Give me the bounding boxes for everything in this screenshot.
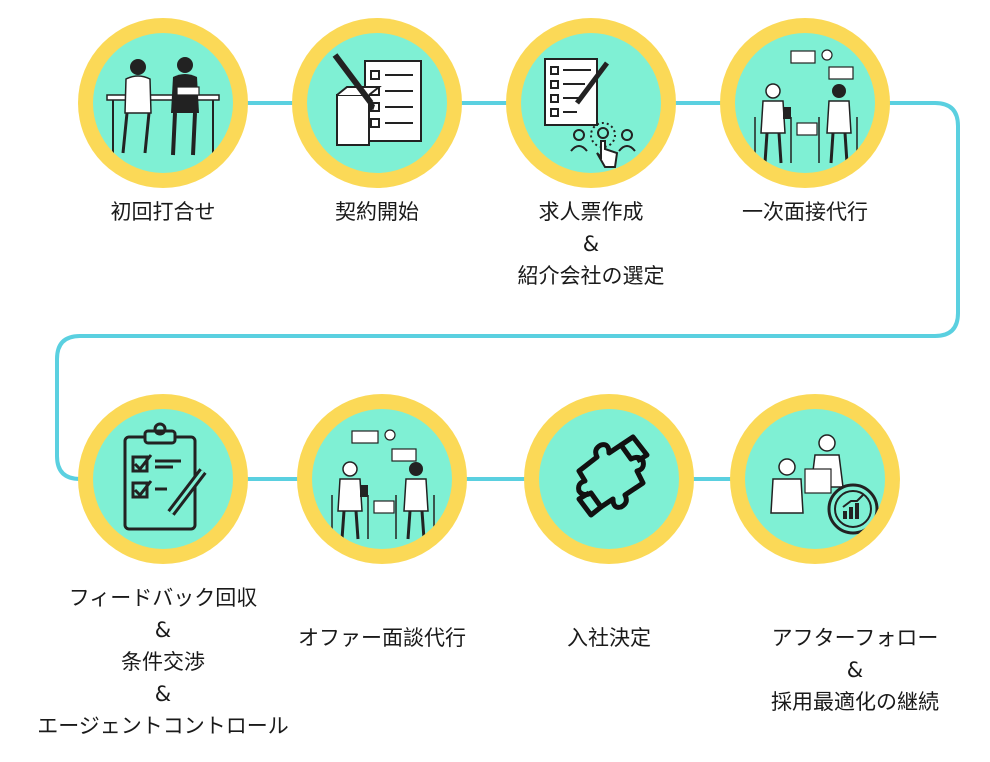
step-8-label-line: & xyxy=(735,654,975,686)
step-4-label: 一次面接代行 xyxy=(715,196,895,228)
step-6-label: オファー面談代行 xyxy=(277,622,487,654)
step-core xyxy=(93,33,233,173)
step-5-circle xyxy=(78,394,248,564)
step-core xyxy=(539,409,679,549)
clipboard-checklist-icon xyxy=(93,409,233,549)
step-2-label-line: 契約開始 xyxy=(287,196,467,228)
step-5-label-line: フィードバック回収 xyxy=(8,582,318,614)
step-2-circle xyxy=(292,18,462,188)
step-7-label-line: 入社決定 xyxy=(519,622,699,654)
step-5-label: フィードバック回収 & 条件交渉 & エージェントコントロール xyxy=(8,582,318,742)
step-3-label-line: 求人票作成 xyxy=(501,196,681,228)
step-7-label: 入社決定 xyxy=(519,622,699,654)
step-2-label: 契約開始 xyxy=(287,196,467,228)
step-core xyxy=(93,409,233,549)
step-core xyxy=(312,409,452,549)
step-core xyxy=(745,409,885,549)
step-5-label-line: エージェントコントロール xyxy=(8,710,318,742)
offer-interview-icon xyxy=(312,409,452,549)
step-1-label-line: 初回打合せ xyxy=(73,196,253,228)
step-8-circle xyxy=(730,394,900,564)
step-8-label-line: 採用最適化の継続 xyxy=(735,686,975,718)
step-3-circle xyxy=(506,18,676,188)
step-8-label: アフターフォロー & 採用最適化の継続 xyxy=(735,622,975,718)
step-core xyxy=(735,33,875,173)
step-1-circle xyxy=(78,18,248,188)
step-4-label-line: 一次面接代行 xyxy=(715,196,895,228)
step-6-circle xyxy=(297,394,467,564)
step-1-label: 初回打合せ xyxy=(73,196,253,228)
step-4-circle xyxy=(720,18,890,188)
growth-chart-people-icon xyxy=(745,409,885,549)
interview-people-icon xyxy=(735,33,875,173)
step-3-label-line: 紹介会社の選定 xyxy=(501,260,681,292)
step-3-label: 求人票作成 & 紹介会社の選定 xyxy=(501,196,681,292)
step-5-label-line: & xyxy=(8,678,318,710)
step-5-label-line: 条件交渉 xyxy=(8,646,318,678)
meeting-people-icon xyxy=(93,33,233,173)
step-8-label-line: アフターフォロー xyxy=(735,622,975,654)
job-form-select-icon xyxy=(521,33,661,173)
step-core xyxy=(521,33,661,173)
step-7-circle xyxy=(524,394,694,564)
contract-checklist-icon xyxy=(307,33,447,173)
step-6-label-line: オファー面談代行 xyxy=(277,622,487,654)
step-3-label-line: & xyxy=(501,228,681,260)
puzzle-icon xyxy=(539,409,679,549)
step-core xyxy=(307,33,447,173)
step-5-label-line: & xyxy=(8,614,318,646)
